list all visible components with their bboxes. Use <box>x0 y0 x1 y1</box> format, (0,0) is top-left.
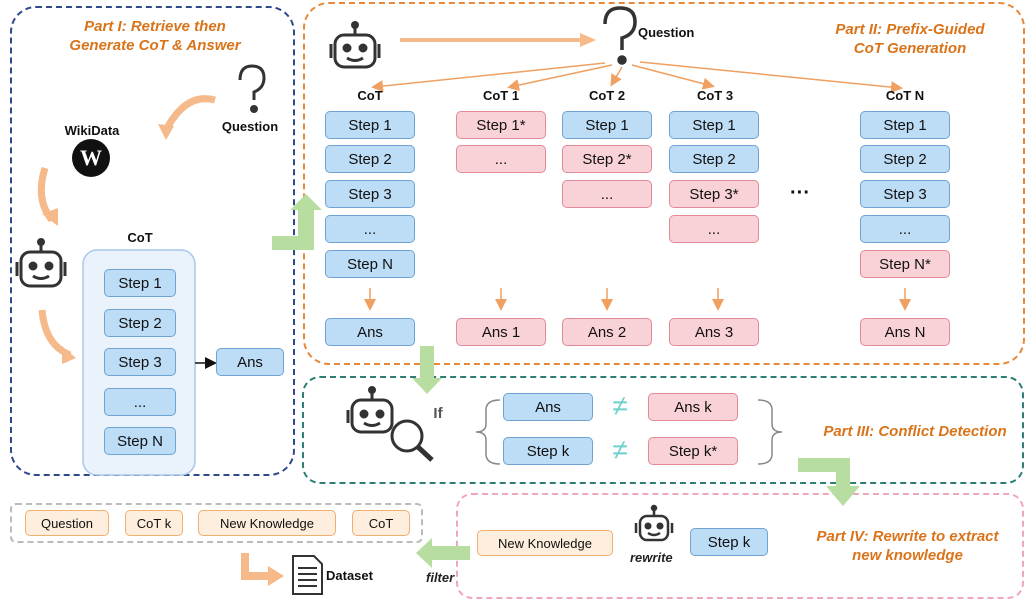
p3-step-k: Step k <box>503 437 593 465</box>
cot-label-1: CoT 1 <box>482 88 520 103</box>
c0-step-1: Step 1 <box>325 111 415 139</box>
rewrite-label: rewrite <box>630 550 673 565</box>
cot-label-part1: CoT <box>127 230 153 245</box>
p1-step-3: Step 3 <box>104 348 176 376</box>
columns-ellipsis: ··· <box>790 182 810 204</box>
c0-step-3: Step 3 <box>325 180 415 208</box>
p1-answer: Ans <box>216 348 284 376</box>
cn-step-ellipsis: ... <box>860 215 950 243</box>
question-label-part1: Question <box>221 119 279 134</box>
dataset-panel <box>10 503 423 543</box>
part1-title: Part I: Retrieve then Generate CoT & Ans… <box>69 18 241 54</box>
c2-step-2: Step 2* <box>562 145 652 173</box>
neq-2: ≠ <box>612 434 628 465</box>
cn-step-3: Step 3 <box>860 180 950 208</box>
p3-ans: Ans <box>503 393 593 421</box>
dataset-new-knowledge: New Knowledge <box>198 510 336 536</box>
dataset-cot-k: CoT k <box>125 510 183 536</box>
cot-label-0: CoT <box>357 88 383 103</box>
c0-step-ellipsis: ... <box>325 215 415 243</box>
c3-step-ellipsis: ... <box>669 215 759 243</box>
c0-step-2: Step 2 <box>325 145 415 173</box>
p3-ans-k: Ans k <box>648 393 738 421</box>
c0-step-n: Step N <box>325 250 415 278</box>
neq-1: ≠ <box>612 390 628 421</box>
cn-step-2: Step 2 <box>860 145 950 173</box>
p3-step-k-star: Step k* <box>648 437 738 465</box>
part2-title: Part II: Prefix-Guided CoT Generation <box>835 21 985 57</box>
filter-label: filter <box>426 570 455 585</box>
answer-2: Ans 2 <box>562 318 652 346</box>
if-label: If <box>433 405 443 422</box>
cot-label-n: CoT N <box>885 88 925 103</box>
cn-step-1: Step 1 <box>860 111 950 139</box>
p1-step-ellipsis: ... <box>104 388 176 416</box>
part3-panel <box>302 376 1024 484</box>
part2-panel <box>303 2 1025 365</box>
c2-step-1: Step 1 <box>562 111 652 139</box>
part4-title: Part IV: Rewrite to extract new knowledg… <box>816 528 999 564</box>
dataset-cot: CoT <box>352 510 410 536</box>
wikidata-label: WikiData <box>64 123 120 138</box>
c1-step-1: Step 1* <box>456 111 546 139</box>
c1-step-ellipsis: ... <box>456 145 546 173</box>
document-icon <box>292 555 323 595</box>
p1-step-n: Step N <box>104 427 176 455</box>
cn-step-n: Step N* <box>860 250 950 278</box>
arrow-to-dataset <box>241 553 272 580</box>
answer-n: Ans N <box>860 318 950 346</box>
cot-label-3: CoT 3 <box>696 88 734 103</box>
c3-step-2: Step 2 <box>669 145 759 173</box>
dataset-question: Question <box>25 510 109 536</box>
answer-3: Ans 3 <box>669 318 759 346</box>
question-label-part2: Question <box>638 25 695 40</box>
c3-step-1: Step 1 <box>669 111 759 139</box>
answer-0: Ans <box>325 318 415 346</box>
c2-step-ellipsis: ... <box>562 180 652 208</box>
cot-label-2: CoT 2 <box>588 88 626 103</box>
p4-step-k: Step k <box>690 528 768 556</box>
answer-1: Ans 1 <box>456 318 546 346</box>
p1-step-2: Step 2 <box>104 309 176 337</box>
p1-step-1: Step 1 <box>104 269 176 297</box>
part3-title: Part III: Conflict Detection <box>823 423 1007 440</box>
c3-step-3: Step 3* <box>669 180 759 208</box>
dataset-label: Dataset <box>326 568 373 583</box>
p4-new-knowledge: New Knowledge <box>477 530 613 556</box>
